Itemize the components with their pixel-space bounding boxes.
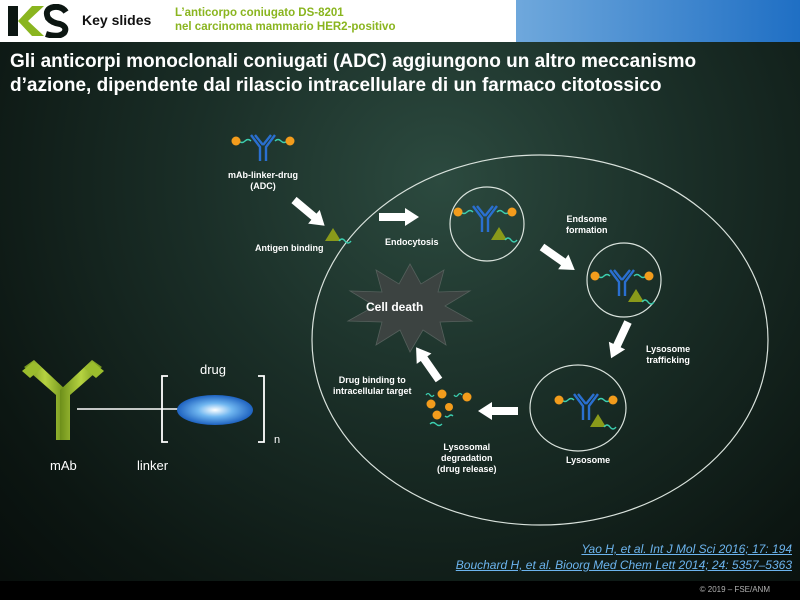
arrow-to-endosome xyxy=(536,239,580,278)
adc-label: mAb-linker-drug (ADC) xyxy=(228,170,299,191)
vesicle-antigen-icon xyxy=(490,226,518,243)
arrow-endocytosis xyxy=(379,208,419,226)
lysosome-trafficking-label: Lysosome trafficking xyxy=(646,344,691,365)
topic-heading: L’anticorpo coniugato DS-8201 nel carcin… xyxy=(175,6,395,34)
footer-bar xyxy=(0,581,800,600)
lysosome-vesicle xyxy=(529,364,627,452)
arrow-to-cell-death xyxy=(408,342,447,386)
cell-death-label: Cell death xyxy=(366,300,424,314)
topic-line-1: L’anticorpo coniugato DS-8201 xyxy=(175,7,344,19)
header-accent-band xyxy=(516,0,800,42)
endosome-antigen-icon xyxy=(627,288,655,305)
lysosome-antigen-icon xyxy=(589,413,617,430)
antigen-binding-label: Antigen binding xyxy=(255,243,324,253)
title-line-2: d’azione, dipendente dal rilascio intrac… xyxy=(10,75,662,96)
lysosome-label: Lysosome xyxy=(566,455,611,465)
endosome-adc-icon xyxy=(589,268,655,298)
repeat-n-label: n xyxy=(274,434,281,446)
arrow-to-degradation xyxy=(478,402,518,420)
reference-link-1[interactable]: Yao H, et al. Int J Mol Sci 2016; 17: 19… xyxy=(581,542,792,556)
endosome-formation-label: Endsome formation xyxy=(566,214,608,235)
bracket-right xyxy=(258,375,265,443)
cell-death-burst-icon xyxy=(346,263,474,353)
cell-membrane xyxy=(311,154,769,526)
title-line-1: Gli anticorpi monoclonali coniugati (ADC… xyxy=(10,51,697,72)
reference-link-2[interactable]: Bouchard H, et al. Bioorg Med Chem Lett … xyxy=(455,558,792,572)
lysosomal-degradation-label: Lysosomal degradation (drug release) xyxy=(437,442,497,474)
mab-structure-icon xyxy=(22,360,104,440)
drug-payload-icon xyxy=(177,395,253,425)
released-drug-icons xyxy=(425,389,472,427)
topic-line-2: nel carcinoma mammario HER2-positivo xyxy=(175,21,396,33)
copyright-text: © 2019 – FSE/ANM xyxy=(699,585,770,594)
ks-logo xyxy=(6,3,72,39)
drug-binding-label: Drug binding to intracellular target xyxy=(333,375,412,396)
arrow-to-lysosome xyxy=(602,318,637,363)
section-label: Key slides xyxy=(82,12,152,28)
adc-molecule-icon xyxy=(230,133,296,163)
slide-title: Gli anticorpi monoclonali coniugati (ADC… xyxy=(10,50,790,98)
vesicle-adc-icon xyxy=(452,204,518,234)
endocytosis-vesicle xyxy=(449,186,525,262)
drug-label: drug xyxy=(200,362,227,377)
linker-label: linker xyxy=(137,458,169,473)
endocytosis-label: Endocytosis xyxy=(385,237,439,247)
arrow-to-antigen xyxy=(288,193,331,233)
mab-label: mAb xyxy=(50,458,77,473)
ks-logo-icon xyxy=(8,3,69,39)
lysosome-adc-icon xyxy=(553,392,619,422)
endosome-vesicle xyxy=(586,242,662,318)
